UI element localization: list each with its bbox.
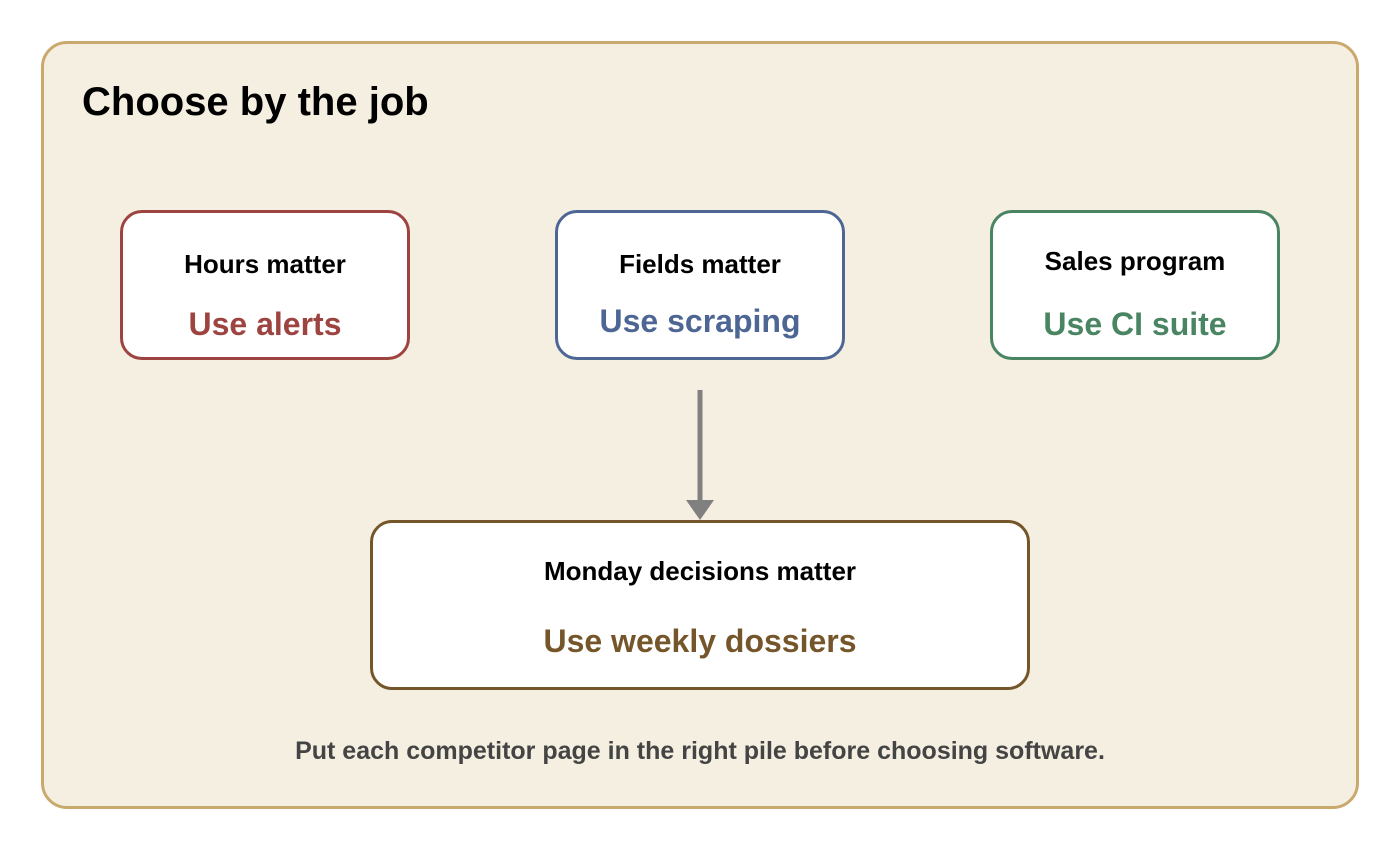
card-sales-program: Sales program Use CI suite [990,210,1280,360]
arrow-head [686,500,714,520]
card-monday-decisions: Monday decisions matter Use weekly dossi… [370,520,1030,690]
card-hours-matter: Hours matter Use alerts [120,210,410,360]
card-action: Use weekly dossiers [543,623,857,659]
card-heading: Monday decisions matter [543,556,857,586]
card-heading: Hours matter [184,249,346,279]
footer-note: Put each competitor page in the right pi… [295,737,1105,765]
card-heading: Fields matter [619,249,781,279]
diagram-title: Choose by the job [82,80,429,124]
card-heading: Sales program [1044,246,1226,276]
card-fields-matter: Fields matter Use scraping [555,210,845,360]
card-action: Use CI suite [1043,306,1227,342]
card-action: Use alerts [188,306,342,342]
card-action: Use scraping [599,303,801,339]
